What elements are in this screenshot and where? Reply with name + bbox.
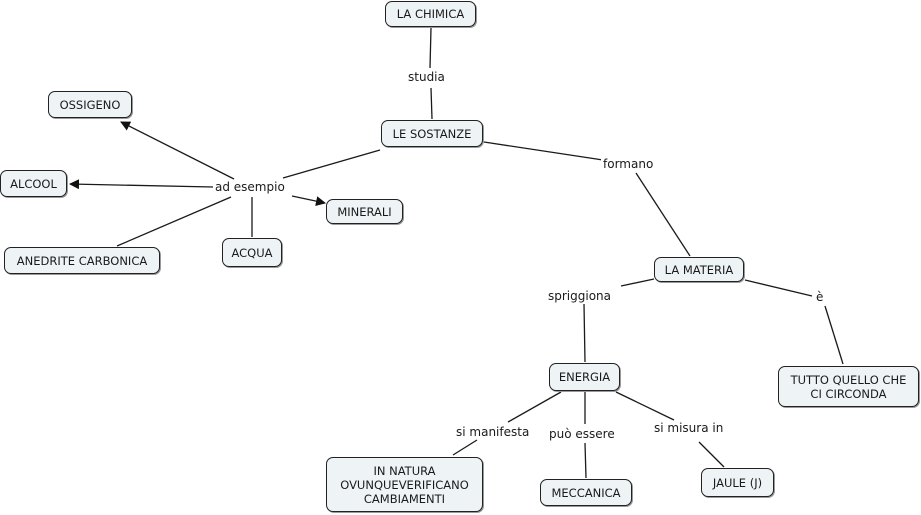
link-puo-essere[interactable]: può essere <box>547 427 617 441</box>
link-spriggiona[interactable]: spriggiona <box>546 289 614 303</box>
connector-chimica-studia <box>429 27 432 69</box>
connector-formano-materia <box>635 172 691 257</box>
connector-adesempio-ossigeno <box>120 121 235 180</box>
concept-minerali[interactable]: MINERALI <box>326 199 403 224</box>
link-si-manifesta[interactable]: si manifesta <box>454 425 532 439</box>
connector-puoessere-meccanica <box>584 442 587 479</box>
connector-adesempio-anedrite <box>116 196 232 247</box>
concept-la-chimica[interactable]: LA CHIMICA <box>385 1 476 27</box>
connector-energia-simisura <box>615 391 675 421</box>
concept-meccanica[interactable]: MECCANICA <box>540 479 632 506</box>
connector-adesempio-minerali <box>291 195 326 207</box>
concept-anedrite-carbonica[interactable]: ANEDRITE CARBONICA <box>4 247 160 274</box>
connector-spriggiona-energia <box>583 303 586 363</box>
link-si-misura-in[interactable]: si misura in <box>652 421 726 435</box>
concept-acqua[interactable]: ACQUA <box>222 238 282 267</box>
link-ad-esempio[interactable]: ad esempio <box>213 180 287 194</box>
concept-ossigeno[interactable]: OSSIGENO <box>48 91 132 118</box>
connector-sostanze-formano <box>483 141 604 161</box>
connector-simanifesta-innatura <box>452 439 478 456</box>
connector-sostanze-adesempio <box>282 149 381 179</box>
connector-e-tutto <box>824 305 844 365</box>
connector-energia-simanifesta <box>507 391 562 423</box>
link-studia[interactable]: studia <box>406 70 447 84</box>
concept-jaule[interactable]: JAULE (J) <box>701 468 774 497</box>
connector-studia-sostanze <box>430 87 433 120</box>
connector-materia-spriggiona <box>620 278 655 287</box>
concept-la-materia[interactable]: LA MATERIA <box>654 257 744 282</box>
concept-le-sostanze[interactable]: LE SOSTANZE <box>381 120 483 147</box>
link-formano[interactable]: formano <box>601 157 656 171</box>
connector-materia-e <box>744 279 813 297</box>
link-e[interactable]: è <box>814 290 826 304</box>
concept-in-natura[interactable]: IN NATURA OVUNQUEVERIFICANO CAMBIAMENTI <box>326 457 483 512</box>
concept-tutto-quello-che-ci-circonda[interactable]: TUTTO QUELLO CHE CI CIRCONDA <box>778 366 919 407</box>
concept-alcool[interactable]: ALCOOL <box>0 170 67 197</box>
concept-energia[interactable]: ENERGIA <box>549 363 620 391</box>
connector-adesempio-alcool <box>69 179 214 190</box>
connector-simisura-jaule <box>698 441 725 468</box>
